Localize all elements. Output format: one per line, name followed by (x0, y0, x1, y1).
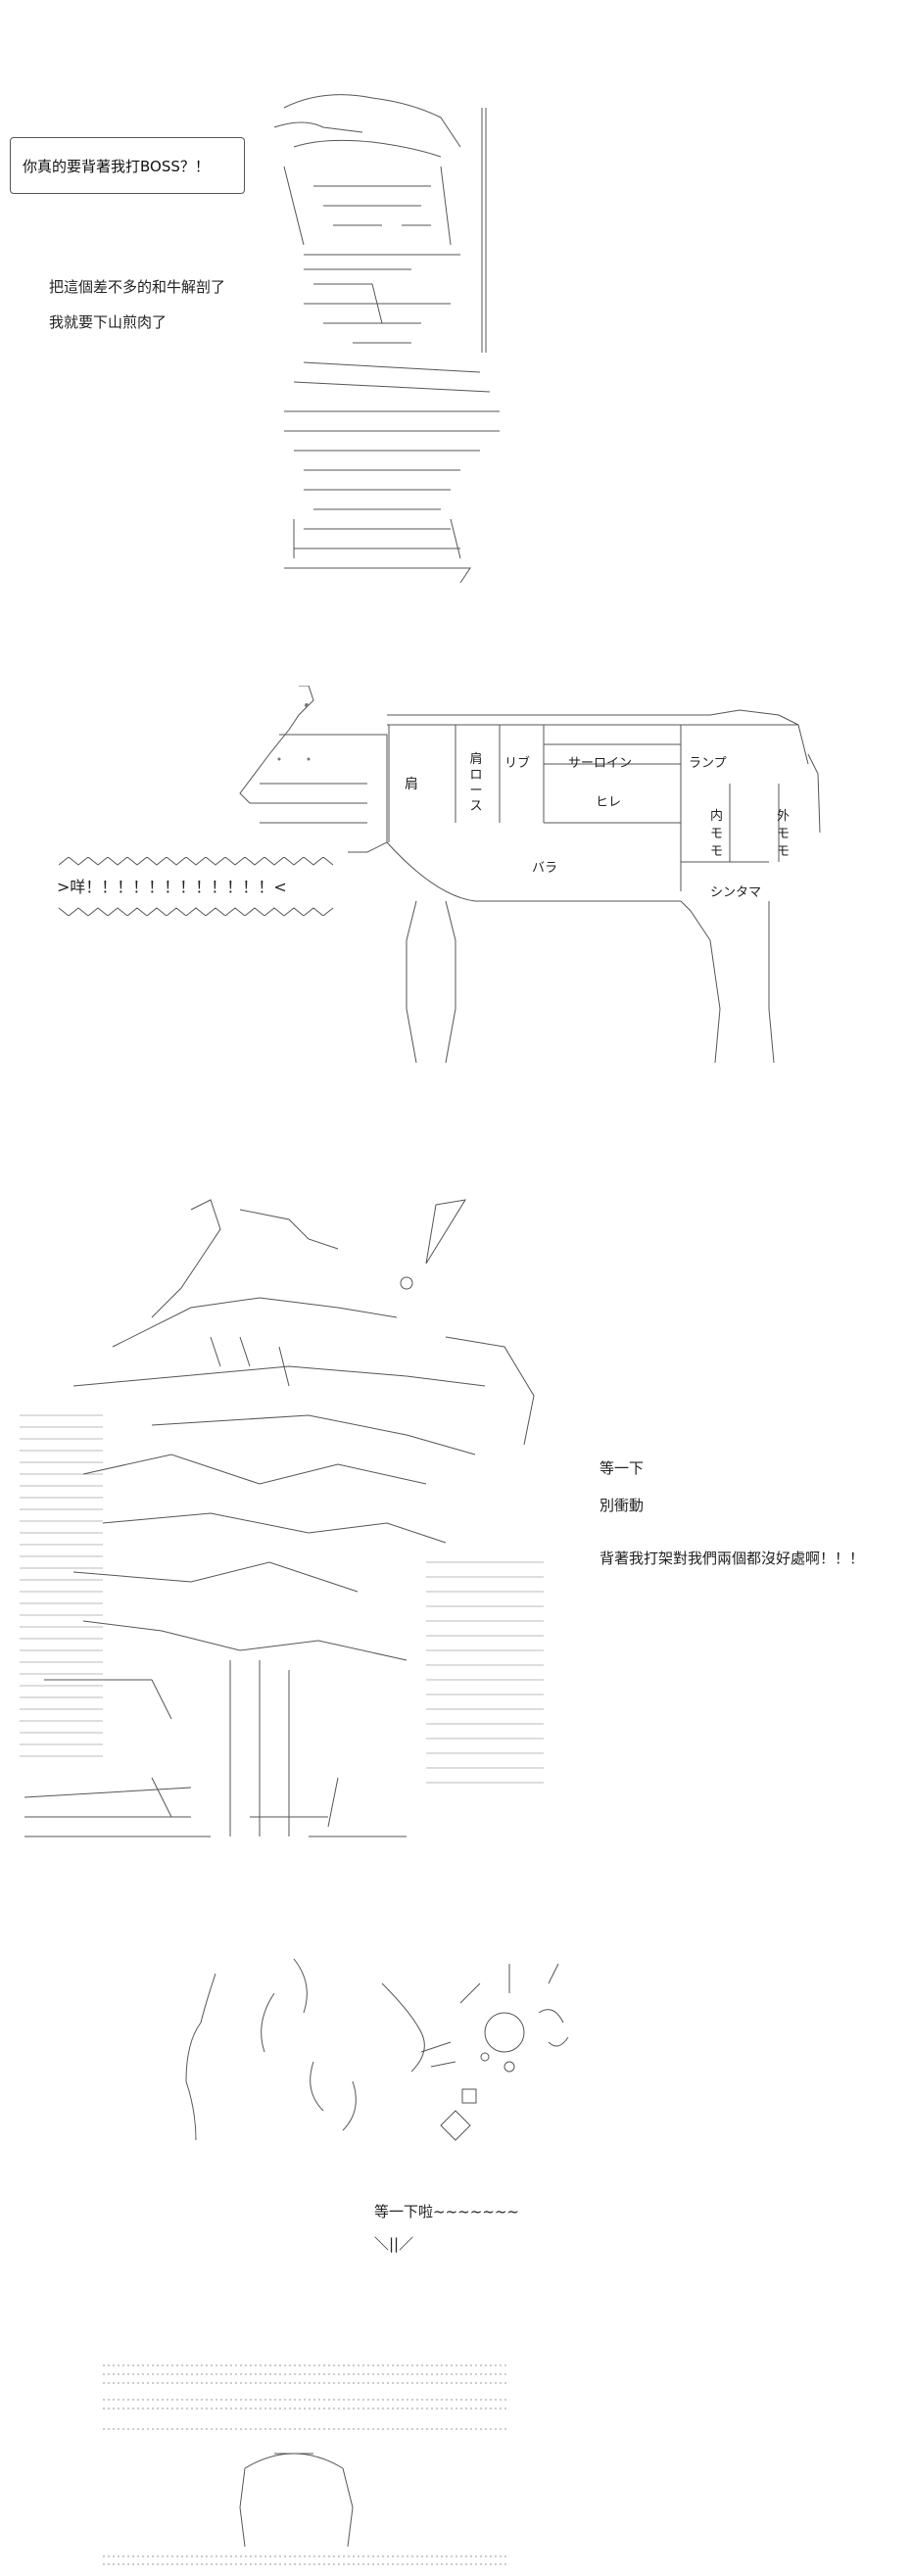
speech-bubble: 你真的要背著我打BOSS？！ (10, 137, 245, 194)
ascii-art-cow-beef-cuts: 肩 肩ロース リブ サーロイン ランプ ヒレ バラ 内モモ 外モモ シンタマ (220, 686, 857, 1077)
ascii-art-dotted-floor (98, 2361, 519, 2576)
dialogue-wait: 等一下 (599, 1459, 645, 1477)
cut-kata: 肩 (405, 777, 418, 792)
dialogue-dont-be-rash: 別衝動 (599, 1497, 645, 1514)
ascii-art-two-characters-struggling (15, 1190, 553, 1856)
cut-hire: ヒレ (596, 795, 622, 810)
cut-ribu: リブ (504, 756, 531, 771)
cut-sirloin: サーロイン (568, 756, 633, 771)
dialogue-wait-up: 等一下啦~~~~~~~ (374, 2203, 519, 2220)
ascii-art-dust-cloud (157, 1944, 588, 2160)
dialogue-line-1: 把這個差不多的和牛解剖了 (49, 278, 226, 296)
dialogue-fight-behind-back: 背著我打架對我們兩個都沒好處啊！！！ (599, 1550, 865, 1567)
cut-bara: バラ (532, 861, 558, 876)
zigzag-shout-border (59, 857, 343, 916)
dialogue-exclaim-lines: ＼||／ (374, 2235, 414, 2253)
bleat-shout: >咩！！！！！！！！！！！！< (57, 878, 287, 896)
cut-shintama: シンタマ (710, 885, 762, 900)
cut-uchimomo: 内モモ (710, 809, 724, 859)
cut-sotomomo: 外モモ (777, 809, 791, 859)
cut-rump: ランプ (689, 756, 727, 771)
dialogue-line-2: 我就要下山煎肉了 (49, 313, 168, 331)
cut-kataroosu: 肩ロース (469, 752, 483, 814)
ascii-art-character-raising-arm (264, 88, 519, 588)
bubble-text: 你真的要背著我打BOSS？！ (23, 158, 210, 175)
